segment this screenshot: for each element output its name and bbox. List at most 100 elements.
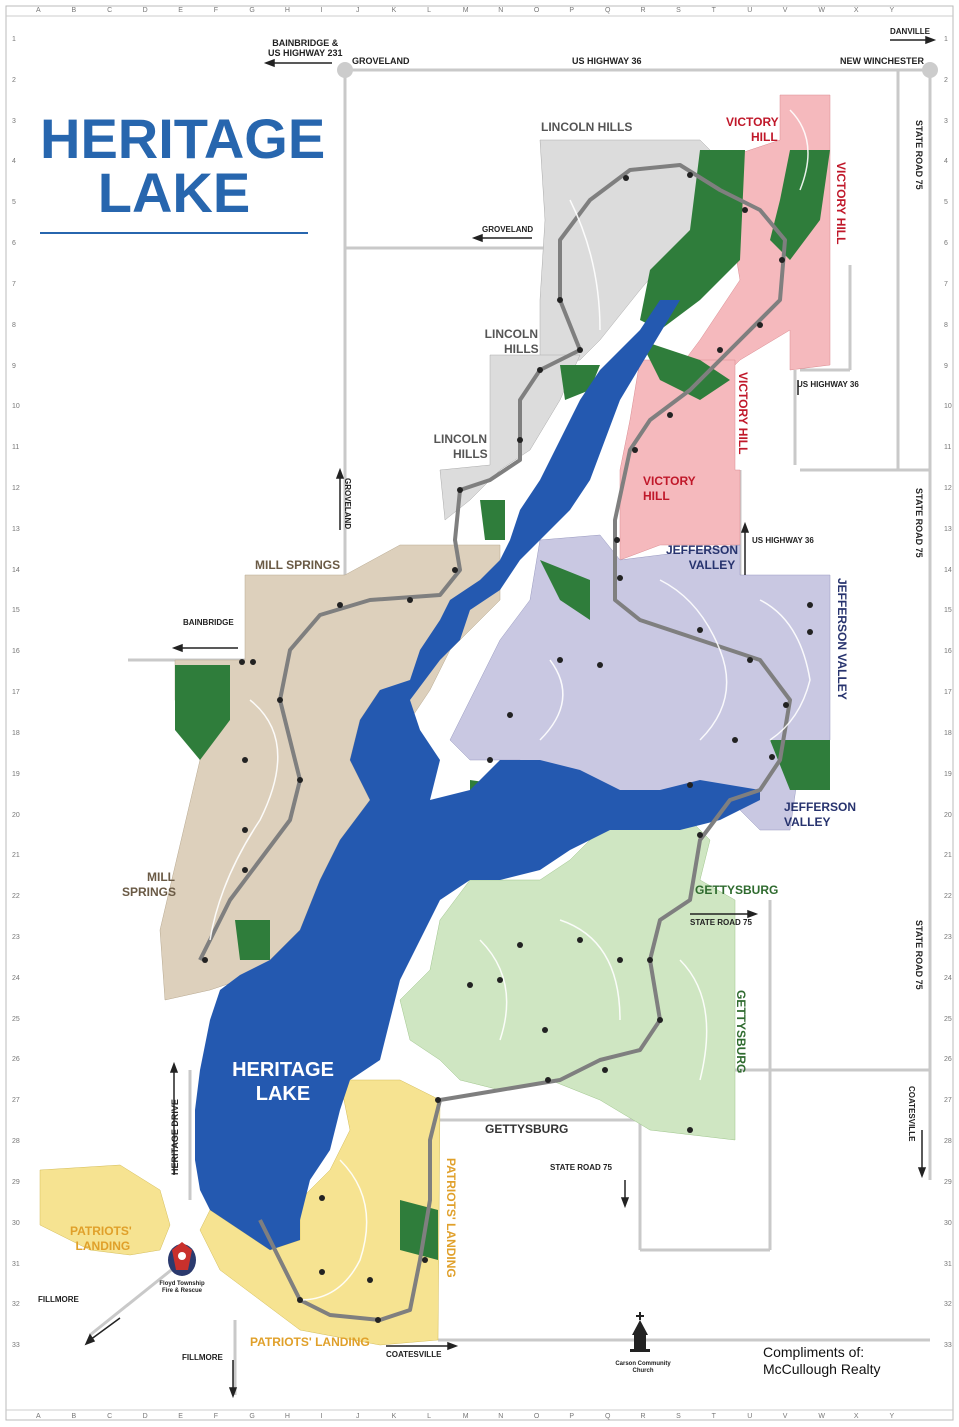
grid-column-label: U [747,1413,753,1420]
road-label-groveland-mid: GROVELAND [482,225,534,234]
label-gettysburg-c: GETTYSBURG [485,1122,569,1136]
church-label: Carson Community Church [608,1361,678,1375]
church-icon [630,1312,650,1352]
grid-column-label: Y [889,1413,895,1420]
road-label-coatesville-bottom: COATESVILLE [386,1350,442,1359]
label-mill-springs-a: MILL SPRINGS [255,558,341,572]
grid-column-label: C [107,7,113,14]
grid-row-label: 4 [12,158,16,166]
label-line: HILL [643,489,670,503]
label-line: JEFFERSON [784,800,857,814]
grid-row-label: 15 [12,607,20,615]
label-jefferson-valley-b: JEFFERSON VALLEY [835,578,849,700]
grid-row-label: 14 [12,566,20,574]
grid-row-label: 27 [12,1097,20,1105]
new-winchester-marker [922,62,938,78]
grid-row-label: 21 [12,852,20,860]
grid-row-label: 5 [944,199,948,207]
groveland-marker [337,62,353,78]
grid-column-label: W [818,7,825,14]
grid-column-label: O [533,7,540,14]
label-line: VICTORY [726,115,779,129]
grid-column-label: C [107,1413,113,1420]
grid-column-label: X [853,7,859,14]
grid-row-label: 23 [944,934,952,941]
grid-column-label: Q [604,7,611,14]
grid-row-label: 24 [944,974,952,982]
road-label-sr75-low: STATE ROAD 75 [550,1163,612,1172]
grid-column-label: K [391,7,397,14]
road-label-sr75-b: STATE ROAD 75 [914,488,924,558]
grid-row-label: 30 [12,1219,20,1227]
grid-column-label: M [462,7,469,14]
label-line: LINCOLN [484,327,538,341]
grid-column-label: V [782,1413,788,1420]
heritage-lake-water [195,300,760,1250]
grid-row-label: 6 [12,240,16,248]
grid-row-label: 25 [944,1015,952,1023]
label-line: VALLEY [784,815,831,829]
main-loop-road [198,163,792,1322]
grid-column-label: Y [889,7,895,14]
label-line: VALLEY [688,558,736,572]
label-line: PATRIOTS' [70,1224,132,1238]
label-line: LINCOLN [433,432,487,446]
grid-column-label: P [569,7,575,14]
grid-column-label: N [498,1413,504,1420]
grid-row-label: 20 [12,811,20,819]
grid-row-label: 33 [12,1342,20,1350]
label-line: HILL [751,130,778,144]
label-patriots-landing-b: PATRIOTS' LANDING [444,1158,458,1278]
grid-column-label: K [391,1413,397,1420]
grid-row-label: 1 [12,36,16,43]
label-gettysburg-a: GETTYSBURG [695,883,779,897]
grid-row-label: 20 [944,811,952,819]
road-label-us36-mid: US HIGHWAY 36 [752,536,814,545]
grid-column-label: A [36,1413,41,1420]
label-victory-hill-d: VICTORY HILL [643,474,696,504]
road-label-groveland-vert: GROVELAND [343,478,352,530]
grid-column-label: J [356,1413,360,1420]
grid-row-label: 5 [12,199,16,207]
label-line: HILLS [453,447,488,461]
grid-row-label: 24 [12,974,20,982]
grid-column-label: L [427,7,432,14]
church-label-line2: Church [632,1368,654,1374]
patriots-landing-area [199,1079,441,1346]
grid-row-label: 16 [944,648,952,656]
grid-column-label: F [213,7,219,14]
grid-row-label: 7 [944,280,948,288]
road-label-bainbridge-231: BAINBRIDGE & US HIGHWAY 231 [268,38,343,58]
road-label-groveland-top: GROVELAND [352,56,410,66]
grid-column-label: X [853,1413,859,1420]
grid-row-label: 11 [944,444,952,452]
grid-row-label: 4 [944,158,948,166]
grid-row-label: 32 [12,1301,20,1309]
grid-row-label: 22 [12,893,20,901]
grid-row-label: 23 [12,934,20,941]
church-label-line1: Carson Community [615,1361,671,1367]
grid-row-label: 10 [944,403,952,411]
grid-column-label: E [178,1413,183,1420]
grid-row-label: 19 [944,770,952,778]
grid-column-label: H [284,7,290,14]
road-label-bainbridge: BAINBRIDGE [183,618,234,627]
fire-station-label-line1: Floyd Township [159,1281,205,1287]
road-label-us36-top: US HIGHWAY 36 [572,56,642,66]
grid-row-label: 13 [944,525,952,533]
label-line: MILL [147,870,175,884]
grid-row-label: 25 [12,1015,20,1023]
road-label-sr75-mid: STATE ROAD 75 [690,918,752,927]
fire-station-label: Floyd Township Fire & Rescue [154,1281,210,1295]
grid-column-label: M [462,1413,469,1420]
grid-row-label: 8 [944,321,948,329]
grid-row-label: 3 [12,117,16,125]
internal-streets [209,109,811,1301]
grid-column-label: S [676,7,681,14]
grid-column-label: B [71,1413,77,1420]
grid-row-label: 18 [944,729,952,737]
grid-row-label: 8 [12,321,16,329]
road-label-fillmore-bottom: FILLMORE [182,1353,223,1362]
grid-row-label: 9 [12,362,16,370]
